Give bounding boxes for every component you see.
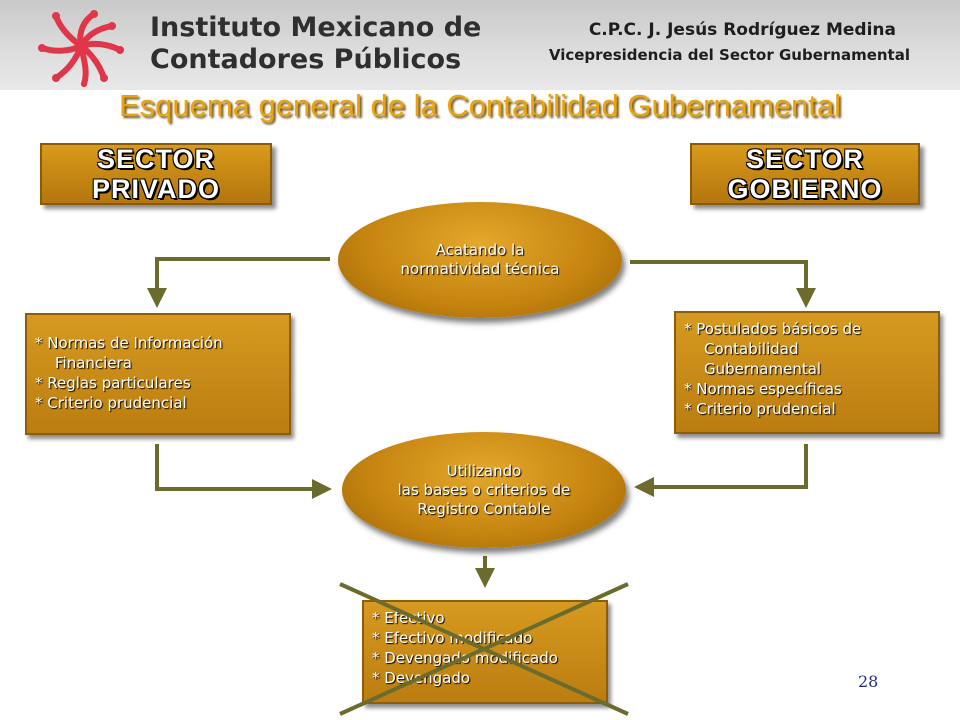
arrow-right-to-middle bbox=[634, 444, 808, 497]
list-item: * Normas de Información bbox=[35, 334, 223, 352]
list-item: * Reglas particulares bbox=[35, 374, 191, 392]
page-number: 28 bbox=[858, 672, 879, 691]
arrow-top-to-left bbox=[147, 257, 330, 308]
oval-normatividad: Acatando la normatividad técnica bbox=[338, 202, 622, 318]
slide-title: Esquema general de la Contabilidad Guber… bbox=[118, 88, 842, 123]
list-item: Contabilidad bbox=[704, 340, 799, 358]
list-item: * Normas específicas bbox=[684, 380, 842, 398]
sector-private-box: SECTOR PRIVADO bbox=[40, 143, 272, 205]
presenter-name: C.P.C. J. Jesús Rodríguez Medina bbox=[588, 20, 896, 40]
oval-utilizando: Utilizando las bases o criterios de Regi… bbox=[342, 432, 626, 548]
sector-government-box: SECTOR GOBIERNO bbox=[690, 143, 920, 205]
list-item: Financiera bbox=[55, 354, 132, 372]
list-item: * Criterio prudencial bbox=[35, 394, 187, 412]
arrow-left-to-middle bbox=[155, 444, 332, 499]
list-item: * Efectivo modificado bbox=[372, 629, 533, 647]
sector-private-label: SECTOR PRIVADO bbox=[91, 144, 220, 204]
institute-name-line1: Instituto Mexicano de bbox=[150, 12, 482, 43]
government-norms-box: * Postulados básicos de Contabilidad Gub… bbox=[674, 311, 940, 434]
list-item: * Criterio prudencial bbox=[684, 400, 836, 418]
arrow-top-to-right bbox=[630, 260, 816, 308]
institute-name-line2: Contadores Públicos bbox=[150, 44, 462, 75]
sector-government-label: SECTOR GOBIERNO bbox=[727, 144, 883, 204]
list-item: Gubernamental bbox=[704, 360, 822, 378]
institute-logo-icon bbox=[38, 10, 124, 87]
oval-normatividad-label: Acatando la normatividad técnica bbox=[400, 241, 560, 278]
private-norms-box: * Normas de Información Financiera * Reg… bbox=[25, 313, 291, 435]
oval-utilizando-label: Utilizando las bases o criterios de Regi… bbox=[397, 461, 571, 518]
header-band bbox=[0, 0, 960, 90]
list-item: * Postulados básicos de bbox=[684, 320, 862, 338]
presenter-role: Vicepresidencia del Sector Gubernamental bbox=[548, 46, 910, 64]
